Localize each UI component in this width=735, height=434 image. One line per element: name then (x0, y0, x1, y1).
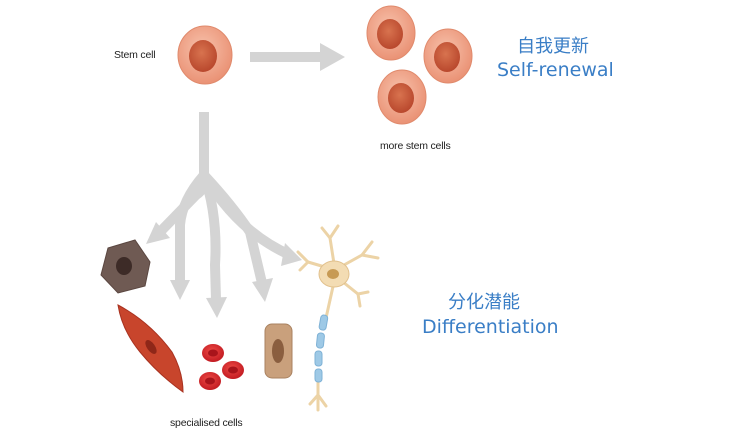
more-stem-cells-label: more stem cells (380, 140, 451, 152)
stem-cell-icon (177, 25, 233, 85)
red-blood-cells-icon (199, 344, 244, 390)
muscle-cell-icon (117, 304, 184, 393)
differentiation-arrows (156, 112, 293, 301)
stem-cell-label: Stem cell (114, 49, 156, 61)
adipose-cell-icon (264, 323, 293, 379)
self-renewal-label: Self-renewal (497, 59, 614, 81)
differentiation-chinese-label: 分化潜能 (448, 292, 520, 313)
macrophage-cell-icon (100, 239, 151, 294)
self-renewal-arrow (250, 43, 345, 71)
arrow-heads (146, 222, 302, 318)
more-stem-cells-icon (366, 5, 473, 125)
neuron-cell-icon (296, 224, 380, 412)
self-renewal-chinese-label: 自我更新 (517, 36, 589, 57)
specialised-cells-label: specialised cells (170, 417, 243, 429)
differentiation-label: Differentiation (422, 316, 559, 338)
